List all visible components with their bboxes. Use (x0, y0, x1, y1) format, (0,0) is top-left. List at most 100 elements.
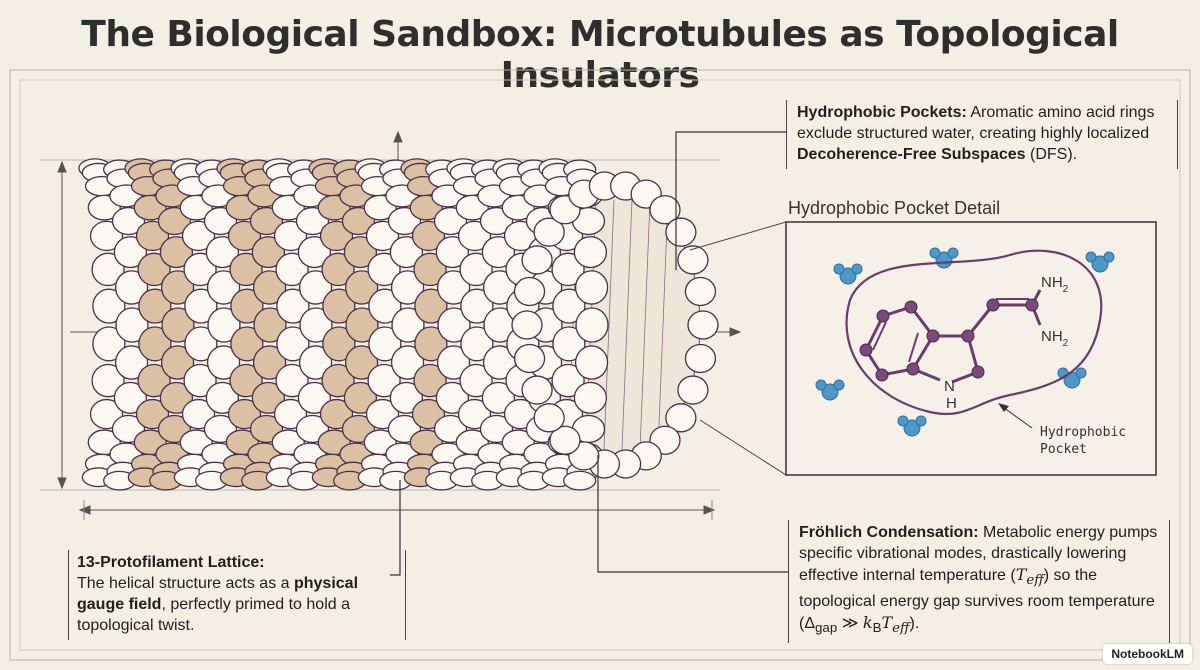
end-ring-bead (684, 343, 717, 374)
alpha-tubulin-bead (435, 381, 470, 414)
alpha-tubulin-bead (298, 270, 333, 305)
end-ring-bead (687, 310, 719, 340)
leader-lines (390, 131, 788, 576)
beta-tubulin-bead (253, 307, 287, 343)
zoom-lines (689, 221, 787, 476)
pocket-label: Hydrophobic Pocket (1040, 425, 1127, 457)
alpha-tubulin-bead (206, 270, 241, 305)
nh2-top-label: NH2 (1041, 274, 1069, 295)
alpha-tubulin-bead (206, 345, 241, 380)
notebooklm-badge: NotebookLM (1103, 644, 1192, 664)
alpha-tubulin-bead (114, 345, 149, 380)
beta-tubulin-bead (229, 363, 263, 398)
water-molecule (929, 247, 959, 269)
beta-tubulin-bead (251, 381, 286, 414)
alpha-tubulin-bead (481, 381, 516, 414)
beta-tubulin-bead (251, 236, 286, 269)
end-ring-bead (513, 343, 546, 374)
end-ring-bead (649, 195, 681, 225)
beta-tubulin-bead (344, 345, 379, 380)
alpha-tubulin-bead (184, 326, 218, 362)
pocket-outline (845, 249, 1103, 416)
alpha-tubulin-bead (391, 307, 425, 343)
beta-tubulin-bead (414, 288, 448, 324)
alpha-tubulin-bead (276, 288, 310, 324)
molecule-atoms (859, 298, 1039, 382)
alpha-tubulin-bead (92, 326, 126, 362)
alpha-tubulin-bead (481, 236, 516, 269)
alpha-tubulin-bead (298, 345, 333, 380)
alpha-tubulin-bead (91, 252, 125, 287)
alpha-tubulin-bead (275, 363, 309, 398)
beta-tubulin-bead (343, 381, 378, 414)
alpha-tubulin-bead (563, 470, 597, 491)
alpha-tubulin-bead (390, 270, 425, 305)
beta-tubulin-bead (413, 252, 447, 287)
alpha-tubulin-bead (207, 307, 241, 343)
beta-tubulin-bead (345, 307, 379, 343)
alpha-tubulin-bead (115, 307, 149, 343)
alpha-tubulin-bead (460, 288, 494, 324)
beta-tubulin-bead (230, 288, 264, 324)
alpha-tubulin-bead (275, 252, 309, 287)
alpha-tubulin-bead (367, 252, 401, 287)
n-atom-label: N (944, 378, 955, 395)
alpha-tubulin-bead (573, 236, 608, 269)
alpha-tubulin-bead (390, 345, 425, 380)
end-ring-bead (665, 217, 697, 247)
alpha-tubulin-bead (276, 326, 310, 362)
alpha-tubulin-bead (551, 252, 585, 287)
end-ring-bead (511, 310, 543, 340)
beta-tubulin-bead (230, 326, 264, 362)
alpha-tubulin-bead (299, 307, 333, 343)
lumen-hatch (639, 199, 651, 451)
alpha-tubulin-bead (91, 363, 125, 398)
alpha-tubulin-bead (368, 288, 402, 324)
alpha-tubulin-bead (297, 236, 332, 269)
beta-tubulin-bead (252, 345, 287, 380)
protofilament-lattice-annotation: 13-Protofilament Lattice: The helical st… (68, 550, 406, 640)
page-title: The Biological Sandbox: Microtubules as … (81, 14, 1119, 96)
alpha-tubulin-bead (552, 288, 586, 324)
end-ring-bead (684, 276, 717, 307)
alpha-tubulin-bead (575, 307, 609, 343)
end-ring-bead (533, 403, 565, 433)
alpha-tubulin-bead (551, 363, 585, 398)
beta-tubulin-bead (322, 326, 356, 362)
h-atom-label: H (946, 395, 957, 412)
water-molecule (833, 263, 863, 285)
alpha-tubulin-bead (574, 270, 609, 305)
frohlich-condensation-annotation: Fröhlich Condensation: Metabolic energy … (788, 520, 1170, 644)
alpha-tubulin-bead (368, 326, 402, 362)
alpha-tubulin-bead (184, 288, 218, 324)
end-ring-bead (549, 425, 581, 455)
beta-tubulin-bead (322, 288, 356, 324)
end-ring-bead (665, 403, 697, 433)
alpha-tubulin-bead (459, 252, 493, 287)
microtubule-body (78, 158, 719, 491)
beta-tubulin-bead (159, 381, 194, 414)
nh2-bottom-label: NH2 (1041, 328, 1069, 349)
alpha-tubulin-bead (183, 363, 217, 398)
beta-tubulin-bead (321, 363, 355, 398)
alpha-tubulin-bead (435, 236, 470, 269)
beta-tubulin-bead (252, 270, 287, 305)
beta-tubulin-bead (321, 252, 355, 287)
beta-tubulin-bead (343, 236, 378, 269)
alpha-tubulin-bead (437, 307, 471, 343)
lumen-hatch (603, 199, 615, 451)
beta-tubulin-bead (159, 236, 194, 269)
inner-frame (19, 79, 1181, 651)
alpha-tubulin-bead (113, 236, 148, 269)
beta-tubulin-bead (229, 252, 263, 287)
beta-tubulin-bead (160, 345, 195, 380)
water-molecule (897, 415, 927, 437)
beta-tubulin-bead (414, 326, 448, 362)
beta-tubulin-bead (160, 270, 195, 305)
alpha-tubulin-bead (183, 252, 217, 287)
beta-tubulin-bead (138, 288, 172, 324)
beta-tubulin-bead (161, 307, 195, 343)
alpha-tubulin-bead (574, 345, 609, 380)
beta-tubulin-bead (138, 326, 172, 362)
alpha-tubulin-bead (297, 381, 332, 414)
